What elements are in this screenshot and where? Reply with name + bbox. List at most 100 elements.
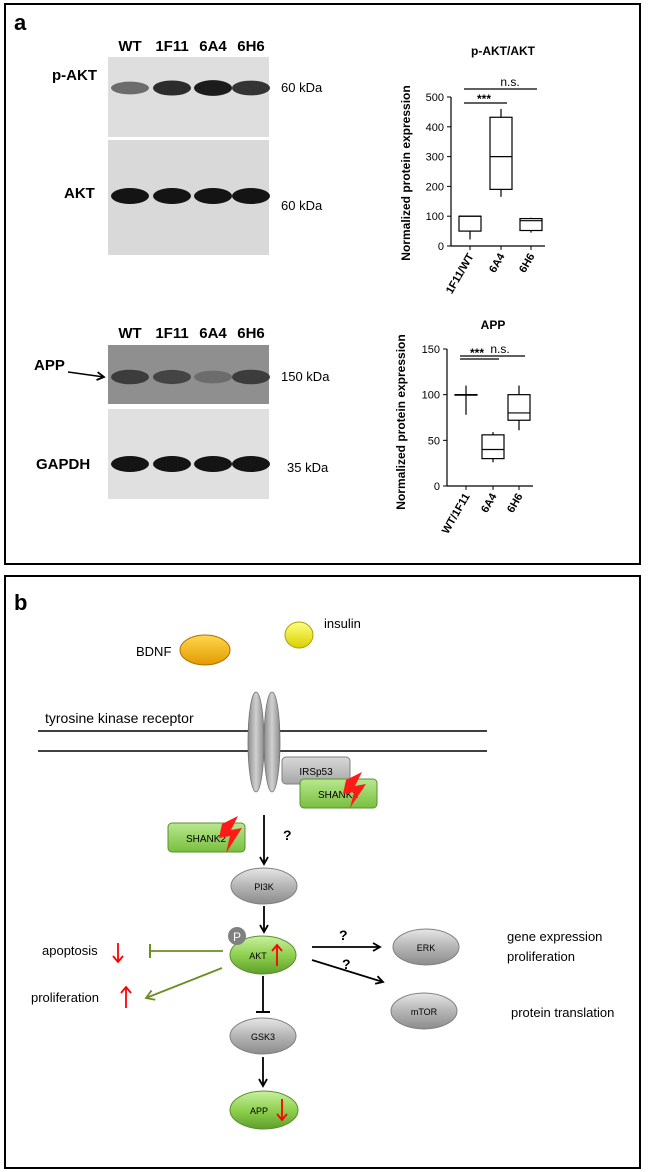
bdnf-label: BDNF bbox=[136, 644, 171, 659]
pi3k-node bbox=[230, 867, 298, 905]
chart2-ylabel: Normalized protein expression bbox=[394, 334, 408, 509]
chart1-y-tick-label: 0 bbox=[438, 241, 444, 253]
gsk3-node bbox=[229, 1017, 297, 1055]
chart2-y-tick-label: 50 bbox=[428, 435, 440, 447]
lightning-icon bbox=[219, 816, 242, 853]
app-node-label: APP bbox=[250, 1106, 268, 1116]
blot1-band-akt-1 bbox=[153, 188, 191, 204]
panel-a-frame bbox=[4, 3, 641, 565]
receptor-subunit-right bbox=[263, 691, 281, 793]
arrow-akt-to-mtor bbox=[311, 959, 385, 985]
mtor-label: mTOR bbox=[411, 1007, 438, 1017]
akt-node bbox=[229, 935, 297, 975]
inhibition-akt-gsk3 bbox=[256, 976, 270, 1013]
chart1-y-tick-label: 500 bbox=[426, 92, 444, 104]
blot1-lane-label-6a4: 6A4 bbox=[199, 38, 227, 55]
blot1-kda-pakt: 60 kDa bbox=[281, 80, 323, 95]
chart-pakt-akt: p-AKT/AKT Normalized protein expression … bbox=[399, 44, 545, 296]
receptor-label: tyrosine kinase receptor bbox=[45, 710, 194, 726]
blot2-band-app-1 bbox=[153, 369, 191, 385]
up-arrow-icon bbox=[271, 943, 283, 966]
chart1-x-tick-label: 1F11/WT bbox=[444, 251, 477, 296]
blot2-band-gapdh-1 bbox=[153, 456, 191, 472]
blot2-membrane-gapdh bbox=[108, 409, 269, 499]
erk-node bbox=[392, 928, 460, 966]
blot1-band-p-akt-0 bbox=[111, 81, 149, 95]
gsk3-label: GSK3 bbox=[251, 1032, 275, 1042]
gene-proliferation-label: proliferation bbox=[507, 949, 575, 964]
chart1-ylabel: Normalized protein expression bbox=[399, 85, 413, 260]
chart1-y-tick-label: 100 bbox=[426, 211, 444, 223]
chart1-y-tick-label: 300 bbox=[426, 152, 444, 164]
panel-b-label: b bbox=[14, 590, 27, 615]
blot1-lane-label-wt: WT bbox=[118, 38, 141, 55]
blot1-row-label-pakt: p-AKT bbox=[52, 67, 97, 84]
chart2-box bbox=[481, 434, 505, 460]
chart1-box bbox=[519, 217, 543, 232]
blot2-lane-label-6h6: 6H6 bbox=[237, 325, 265, 342]
western-blot-1: WT 1F11 6A4 6H6 p-AKT AKT 60 kDa 60 kDa bbox=[52, 38, 323, 255]
phospho-label: P bbox=[233, 930, 241, 944]
panel-a-label: a bbox=[14, 10, 27, 35]
blot2-row-label-app: APP bbox=[34, 357, 65, 374]
phospho-badge bbox=[228, 927, 246, 945]
up-arrow-icon bbox=[120, 985, 132, 1008]
blot2-kda-gapdh: 35 kDa bbox=[287, 460, 329, 475]
blot1-kda-akt: 60 kDa bbox=[281, 198, 323, 213]
blot2-lane-label-6a4: 6A4 bbox=[199, 325, 227, 342]
down-arrow-icon bbox=[276, 1099, 288, 1122]
blot1-band-p-akt-3 bbox=[232, 80, 270, 96]
inhibition-apoptosis bbox=[149, 944, 223, 958]
chart2-box bbox=[507, 394, 531, 421]
blot2-row-label-gapdh: GAPDH bbox=[36, 456, 90, 473]
blot1-row-label-akt: AKT bbox=[64, 185, 95, 202]
chart1-y-tick-label: 400 bbox=[426, 122, 444, 134]
blot1-membrane-pakt bbox=[108, 57, 269, 137]
blot2-kda-app: 150 kDa bbox=[281, 369, 330, 384]
gene-expression-label: gene expression bbox=[507, 929, 602, 944]
chart2-y-tick-label: 150 bbox=[422, 344, 440, 356]
shank2-upper-label: SHANK2 bbox=[318, 790, 358, 801]
chart2-title: APP bbox=[481, 318, 506, 332]
pi3k-label: PI3K bbox=[254, 882, 274, 892]
insulin-label: insulin bbox=[324, 616, 361, 631]
blot1-lane-label-6h6: 6H6 bbox=[237, 38, 265, 55]
western-blot-2: WT 1F11 6A4 6H6 APP GAPDH 150 kDa 35 kDa bbox=[34, 325, 330, 499]
chart1-sig-label: n.s. bbox=[500, 75, 519, 89]
irsp53-label: IRSp53 bbox=[299, 767, 333, 778]
blot1-band-akt-2 bbox=[194, 188, 232, 204]
lightning-icon bbox=[343, 772, 366, 808]
blot2-band-app-2 bbox=[194, 370, 232, 384]
chart2-x-tick-label: 6A4 bbox=[479, 491, 500, 515]
down-arrow-icon bbox=[112, 943, 124, 964]
chart1-box bbox=[458, 215, 482, 232]
blot2-band-gapdh-2 bbox=[194, 456, 232, 472]
blot1-lane-label-1f11: 1F11 bbox=[155, 38, 188, 55]
panel-b-frame bbox=[4, 575, 641, 1169]
blot1-band-akt-0 bbox=[111, 188, 149, 204]
arrow-akt-to-proliferation bbox=[144, 967, 223, 1001]
chart2-x-tick-label: WT/1F11 bbox=[440, 492, 473, 537]
chart1-box bbox=[489, 116, 513, 190]
shank2-left-label: SHANK2 bbox=[186, 834, 226, 845]
chart1-sig-label: *** bbox=[477, 92, 491, 106]
protein-translation-label: protein translation bbox=[511, 1005, 614, 1020]
chart1-x-tick-label: 6H6 bbox=[517, 252, 537, 275]
blot1-band-p-akt-2 bbox=[194, 80, 232, 96]
question-mark-1: ? bbox=[283, 827, 292, 843]
chart2-sig-label: n.s. bbox=[490, 342, 509, 356]
mtor-node bbox=[390, 992, 458, 1030]
blot2-lane-label-1f11: 1F11 bbox=[155, 325, 188, 342]
chart-app: APP Normalized protein expression 050100… bbox=[394, 318, 533, 536]
chart1-y-tick-label: 200 bbox=[426, 181, 444, 193]
chart2-sig-label: *** bbox=[470, 346, 484, 360]
erk-label: ERK bbox=[417, 943, 436, 953]
proliferation-label: proliferation bbox=[31, 990, 99, 1005]
app-band-arrow bbox=[67, 371, 106, 381]
akt-label: AKT bbox=[249, 951, 267, 961]
chart2-x-tick-label: 6H6 bbox=[505, 492, 525, 515]
insulin-ligand bbox=[284, 621, 314, 649]
blot2-band-app-0 bbox=[111, 369, 149, 385]
apoptosis-label: apoptosis bbox=[42, 943, 98, 958]
